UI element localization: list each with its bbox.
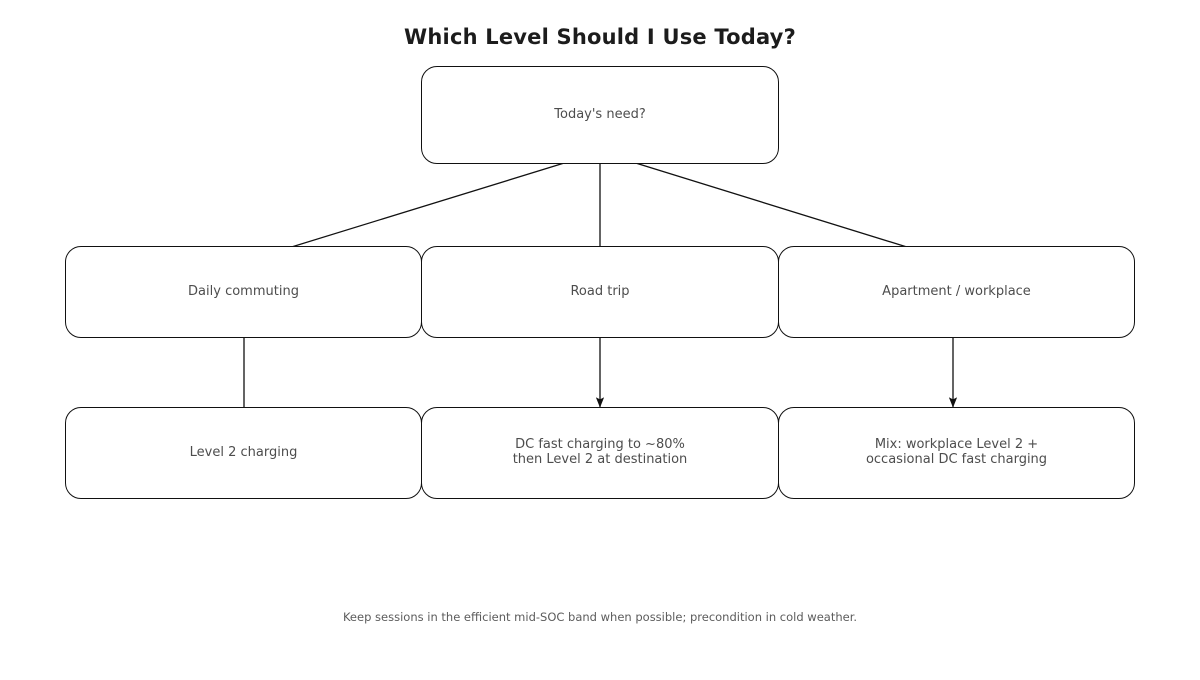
node-road-trip[interactable]: Road trip <box>421 246 779 338</box>
node-daily-commuting[interactable]: Daily commuting <box>65 246 422 338</box>
footer-caption: Keep sessions in the efficient mid-SOC b… <box>342 610 858 624</box>
node-dc-fast-charging-label: DC fast charging to ~80% then Level 2 at… <box>512 437 688 467</box>
edge-root-to-daily-commuting <box>245 151 601 263</box>
node-road-trip-label: Road trip <box>570 283 630 299</box>
node-apartment-workplace[interactable]: Apartment / workplace <box>778 246 1135 338</box>
edge-root-to-apartment-workplace <box>599 151 953 263</box>
node-mix-workplace-dc[interactable]: Mix: workplace Level 2 + occasional DC f… <box>778 407 1135 499</box>
node-daily-commuting-label: Daily commuting <box>188 283 299 299</box>
node-level-2-charging-label: Level 2 charging <box>189 444 298 460</box>
node-level-2-charging[interactable]: Level 2 charging <box>65 407 422 499</box>
page-title: Which Level Should I Use Today? <box>404 25 796 49</box>
node-root-question[interactable]: Today's need? <box>421 66 779 164</box>
node-apartment-workplace-label: Apartment / workplace <box>882 283 1031 299</box>
node-root-question-label: Today's need? <box>554 106 646 122</box>
node-mix-workplace-dc-label: Mix: workplace Level 2 + occasional DC f… <box>865 437 1048 467</box>
node-dc-fast-charging[interactable]: DC fast charging to ~80% then Level 2 at… <box>421 407 779 499</box>
